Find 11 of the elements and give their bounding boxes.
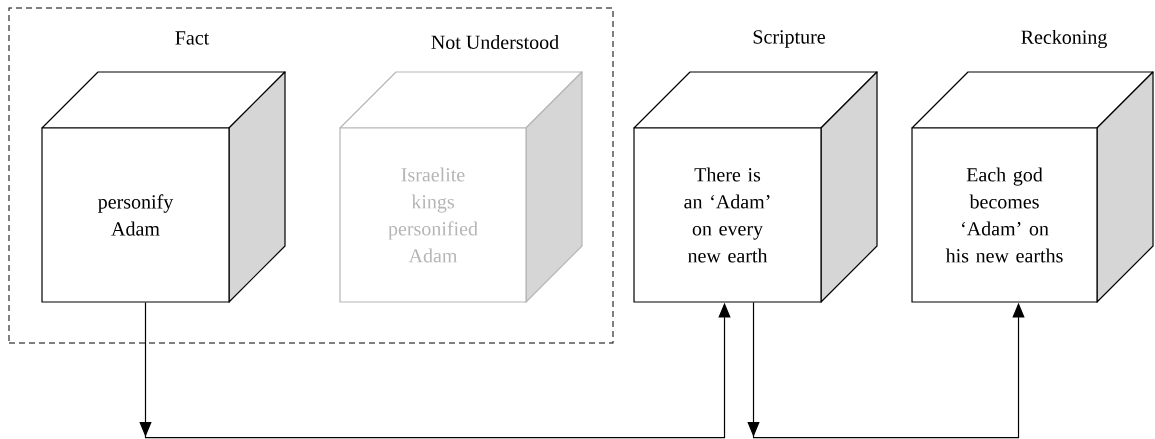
cube-heading: Fact [175,31,210,45]
cube: There is an ‘Adam’ on every new earth [633,71,878,303]
cube: personify Adam [41,71,286,303]
cube: Each god becomes ‘Adam’ on his new earths [911,71,1154,303]
connector-arrow [139,302,731,439]
cube-heading: Not Understood [431,34,559,50]
dashed-frame [8,7,614,344]
cube-heading: Reckoning [1021,29,1107,49]
cube: Israelite kings personified Adam [339,71,583,303]
connector-arrow [747,302,1025,439]
cube-heading: Scripture [753,30,825,48]
